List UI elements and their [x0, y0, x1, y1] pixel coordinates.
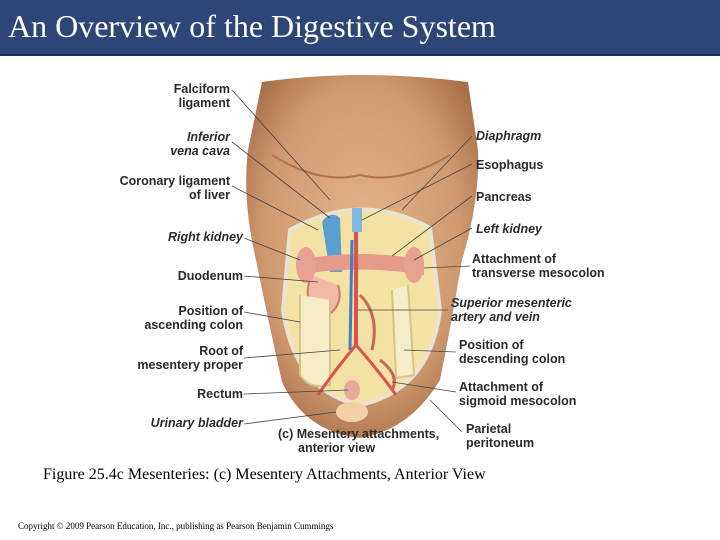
label-line: (c) Mesentery attachments, [278, 427, 439, 441]
label-line: Coronary ligament [120, 174, 230, 188]
label-parietal-peritoneum: Parietal peritoneum [466, 422, 534, 450]
label-line: Parietal [466, 422, 534, 436]
label-line: Left kidney [476, 222, 542, 236]
label-line: anterior view [278, 441, 439, 455]
label-line: Inferior [170, 130, 230, 144]
label-line: Right kidney [168, 230, 243, 244]
label-superior-mesenteric: Superior mesenteric artery and vein [451, 296, 572, 324]
slide-title: An Overview of the Digestive System [8, 8, 496, 45]
label-line: Attachment of [459, 380, 576, 394]
label-line: Attachment of [472, 252, 605, 266]
label-line: ascending colon [144, 318, 243, 332]
label-line: ligament [174, 96, 230, 110]
label-line: Duodenum [178, 269, 243, 283]
urinary-bladder [336, 402, 368, 422]
label-transverse-mesocolon: Attachment of transverse mesocolon [472, 252, 605, 280]
label-esophagus: Esophagus [476, 158, 543, 172]
label-line: Position of [459, 338, 565, 352]
label-left-kidney: Left kidney [476, 222, 542, 236]
anatomy-figure: Falciform ligament Inferior vena cava Co… [0, 60, 720, 460]
label-line: Pancreas [476, 190, 532, 204]
label-duodenum: Duodenum [178, 269, 243, 283]
copyright-notice: Copyright © 2009 Pearson Education, Inc.… [18, 521, 334, 531]
label-line: Urinary bladder [151, 416, 243, 430]
label-root-of-mesentery: Root of mesentery proper [137, 344, 243, 372]
label-rectum: Rectum [197, 387, 243, 401]
right-kidney [296, 247, 316, 283]
label-ascending-colon: Position of ascending colon [144, 304, 243, 332]
label-line: vena cava [170, 144, 230, 158]
label-line: descending colon [459, 352, 565, 366]
figure-caption: Figure 25.4c Mesenteries: (c) Mesentery … [43, 466, 486, 484]
label-line: Rectum [197, 387, 243, 401]
label-diaphragm: Diaphragm [476, 129, 541, 143]
label-inferior-vena-cava: Inferior vena cava [170, 130, 230, 158]
label-falciform-ligament: Falciform ligament [174, 82, 230, 110]
label-pancreas: Pancreas [476, 190, 532, 204]
label-coronary-ligament: Coronary ligament of liver [120, 174, 230, 202]
label-urinary-bladder: Urinary bladder [151, 416, 243, 430]
superior-mesenteric-vein [350, 240, 352, 350]
label-line: Position of [144, 304, 243, 318]
ascending-colon [300, 295, 330, 386]
panel-caption: (c) Mesentery attachments, anterior view [278, 427, 439, 455]
label-line: transverse mesocolon [472, 266, 605, 280]
torso-illustration [0, 60, 720, 460]
esophagus [352, 208, 362, 232]
label-line: mesentery proper [137, 358, 243, 372]
label-line: Root of [137, 344, 243, 358]
left-kidney [404, 247, 424, 283]
label-line: of liver [120, 188, 230, 202]
label-line: Superior mesenteric [451, 296, 572, 310]
label-line: Falciform [174, 82, 230, 96]
label-descending-colon: Position of descending colon [459, 338, 565, 366]
label-line: artery and vein [451, 310, 572, 324]
label-sigmoid-mesocolon: Attachment of sigmoid mesocolon [459, 380, 576, 408]
label-line: Esophagus [476, 158, 543, 172]
label-line: peritoneum [466, 436, 534, 450]
label-line: sigmoid mesocolon [459, 394, 576, 408]
label-right-kidney: Right kidney [168, 230, 243, 244]
title-bar: An Overview of the Digestive System [0, 0, 720, 56]
label-line: Diaphragm [476, 129, 541, 143]
